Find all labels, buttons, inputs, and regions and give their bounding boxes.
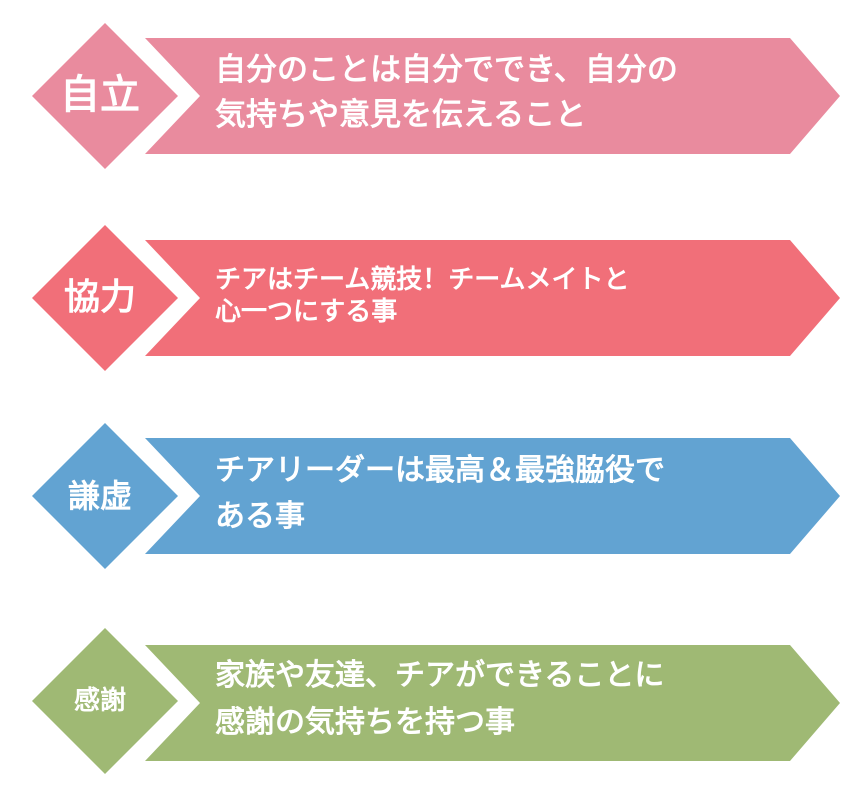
value-row-jiritsu: 自立 自分のことは自分ででき、自分の 気持ちや意見を伝えること [0,18,861,178]
description-line: チアはチーム競技！チームメイトと [215,265,630,295]
row-shape [32,23,840,169]
diamond-badge [32,225,178,371]
diamond-badge [32,23,178,169]
description-line: ある事 [215,499,305,534]
arrow-banner [145,645,840,761]
row-shape [32,628,840,774]
value-description: チアリーダーは最高＆最強脇役で ある事 [215,448,795,540]
diamond-badge [32,423,178,569]
value-row-kansha: 感謝 家族や友達、チアができることに 感謝の気持ちを持つ事 [0,625,861,785]
arrow-banner [145,240,840,356]
description-line: 感謝の気持ちを持つ事 [215,705,515,740]
value-label: 謙虚 [67,477,132,515]
value-description: チアはチーム競技！チームメイトと 心一つにする事 [215,264,795,328]
description-line: 自分のことは自分ででき、自分の [215,52,678,88]
value-row-kenkyo: 謙虚 チアリーダーは最高＆最強脇役で ある事 [0,418,861,578]
description-line: 気持ちや意見を伝えること [215,97,587,133]
value-label: 協力 [63,277,136,318]
description-line: 心一つにする事 [215,297,398,327]
row-shape [32,423,840,569]
value-label: 自立 [60,72,140,118]
description-line: 家族や友達、チアができることに [215,658,665,693]
arrow-banner [145,438,840,554]
value-label: 感謝 [73,686,126,716]
arrow-banner [145,38,840,154]
value-description: 家族や友達、チアができることに 感謝の気持ちを持つ事 [215,652,795,746]
description-line: チアリーダーは最高＆最強脇役で [215,453,665,488]
diamond-badge [32,628,178,774]
row-shape [32,225,840,371]
value-description: 自分のことは自分ででき、自分の 気持ちや意見を伝えること [215,48,795,138]
value-row-kyoryoku: 協力 チアはチーム競技！チームメイトと 心一つにする事 [0,220,861,380]
